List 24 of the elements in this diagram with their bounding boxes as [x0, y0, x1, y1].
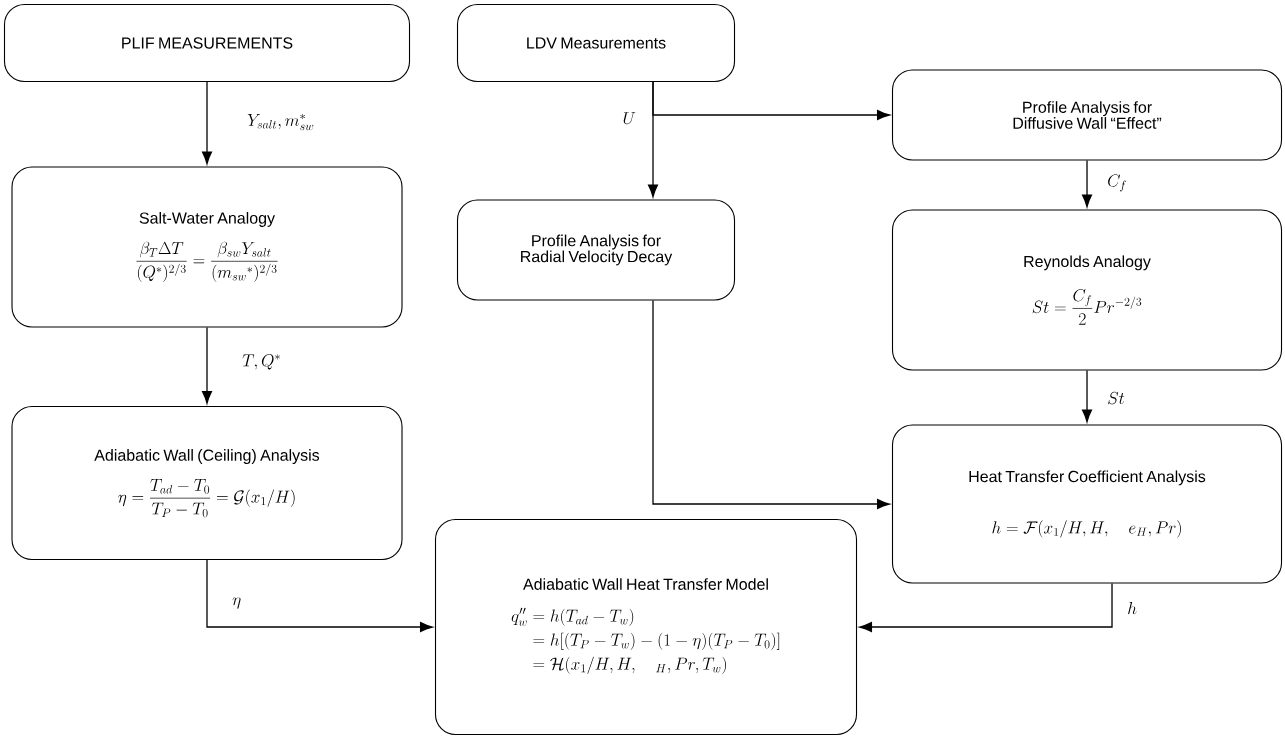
arrow [201, 81, 213, 165]
edge-label: $St$ [1105, 390, 1127, 406]
process-box: Adiabatic Wall Heat Transfer Model $\begin{aligned} q''_w &= h(T_{ad} - T_w) \\ &= h[(T_P - T_w) - (1-\eta)(T_P - T_0)] \\ &= \mathcal{H}(x_1 / H, H, \quad {}_H, Pr, T_w) \end{aligned}$ [434, 518, 858, 736]
process-box: LDV Measurements [456, 3, 736, 83]
arrow [206, 559, 433, 633]
arrow [1082, 159, 1093, 208]
edge-label: $Y_{salt}, m^{*}_{sw}$ [245, 111, 317, 133]
edge-label: $h$ [1125, 600, 1139, 616]
arrow [201, 326, 213, 404]
process-box: Reynolds Analogy $St = \frac{C_f}{2} Pr^{-2/3}$ [891, 209, 1283, 371]
edge-label: $\eta$ [230, 595, 244, 611]
edge-label: $T, Q^{*}$ [240, 352, 283, 372]
process-box: Adiabatic Wall (Ceiling) Analysis $\eta = \frac{T_{ad} - T_0}{T_P - T_0} = \mathcal{G}(x_1 / H)$ [11, 405, 403, 561]
process-box: Profile Analysis for Diffusive Wall “Effect” [891, 69, 1283, 161]
arrow [859, 582, 1113, 633]
process-box: Heat Transfer Coefficient Analysis $h = \mathcal{F}(x_1 / H, H, \quad e_H, Pr)$ [891, 424, 1283, 584]
process-box: Salt-Water Analogy $\frac{\beta_T \Delta T}{(Q^{*})^{2/3}} = \frac{\beta_{sw} Y_{salt}}{(m_{sw}{}^{*})^{2/3}}$ [11, 166, 403, 328]
edge-label: $C_f$ [1105, 172, 1129, 194]
process-box: PLIF MEASUREMENTS [3, 3, 411, 83]
arrow [652, 299, 890, 510]
arrow [1082, 369, 1093, 423]
arrow [648, 81, 659, 198]
process-box: Profile Analysis for Radial Velocity Decay [456, 199, 736, 301]
edge-label: $U$ [620, 110, 638, 126]
